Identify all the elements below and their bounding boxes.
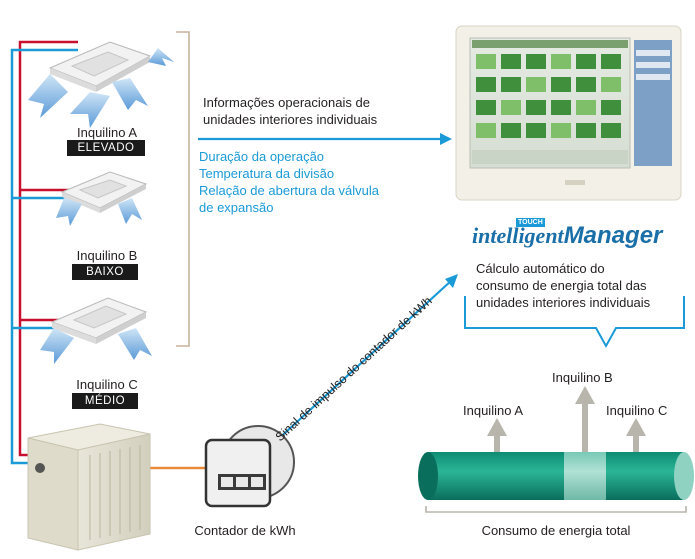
info-title-line-1: Informações operacionais de xyxy=(203,95,370,110)
indoor-units-bracket xyxy=(176,31,190,347)
info-item-temperature: Temperatura da divisão xyxy=(199,166,335,181)
screen-tile xyxy=(526,54,546,69)
screen-tile xyxy=(551,123,571,138)
screen-tile xyxy=(526,123,546,138)
screen-tile xyxy=(501,77,521,92)
info-item-duration: Duração da operação xyxy=(199,149,325,164)
total-bracket xyxy=(425,506,687,513)
screen-tile xyxy=(601,54,621,69)
calc-line-2: consumo de energia total das xyxy=(476,278,647,293)
bar-label-a: Inquilino A xyxy=(463,403,523,418)
screen-tile xyxy=(601,123,621,138)
screen-tile xyxy=(576,54,596,69)
tenant-c-label: Inquilino C xyxy=(76,377,138,392)
screen-tile xyxy=(601,77,621,92)
screen-tile xyxy=(526,77,546,92)
info-item-valve-ratio-cont: de expansão xyxy=(199,200,274,215)
calc-line-1: Cálculo automático do xyxy=(476,261,605,276)
screen-tile xyxy=(576,100,596,115)
tenant-b-level-badge: BAIXO xyxy=(72,264,138,280)
energy-cylinder xyxy=(418,452,694,500)
screen-tile xyxy=(501,123,521,138)
screen-tile xyxy=(551,54,571,69)
tenant-arrows xyxy=(487,386,646,452)
screen-tile xyxy=(576,123,596,138)
indoor-unit-c-icon xyxy=(40,297,152,364)
screen-tile xyxy=(501,54,521,69)
calc-line-3: unidades interiores individuais xyxy=(476,295,651,310)
info-arrow xyxy=(198,133,452,145)
indoor-unit-b-icon xyxy=(56,171,148,226)
screen-tile xyxy=(476,123,496,138)
tenant-a-level-badge: ELEVADO xyxy=(67,140,145,156)
bar-label-b: Inquilino B xyxy=(552,370,613,385)
screen-tile xyxy=(551,77,571,92)
screen-tile xyxy=(476,100,496,115)
outdoor-unit-icon xyxy=(27,423,151,551)
controller-screen-icon xyxy=(455,25,682,201)
screen-tile xyxy=(576,77,596,92)
bar-label-c: Inquilino C xyxy=(606,403,668,418)
info-item-valve-ratio: Relação de abertura da válvula xyxy=(199,183,379,198)
tenant-c-level-badge: MÉDIO xyxy=(72,393,138,409)
screen-tile xyxy=(601,100,621,115)
screen-tile xyxy=(476,77,496,92)
kwh-meter-icon xyxy=(204,425,295,508)
total-consumption-label: Consumo de energia total xyxy=(481,523,631,538)
screen-tile xyxy=(551,100,571,115)
screen-tile xyxy=(501,100,521,115)
calc-bubble xyxy=(464,296,685,349)
meter-label: Contador de kWh xyxy=(194,523,296,538)
screen-tile xyxy=(526,100,546,115)
pulse-arrow xyxy=(274,274,458,443)
info-title-line-2: unidades interiores individuais xyxy=(203,112,378,127)
screen-tile xyxy=(476,54,496,69)
tenant-b-label: Inquilino B xyxy=(76,248,138,263)
indoor-unit-a-icon xyxy=(28,41,174,128)
intelligent-manager-logo: intelligentManager TOUCH xyxy=(472,218,663,249)
tenant-a-label: Inquilino A xyxy=(77,125,137,140)
